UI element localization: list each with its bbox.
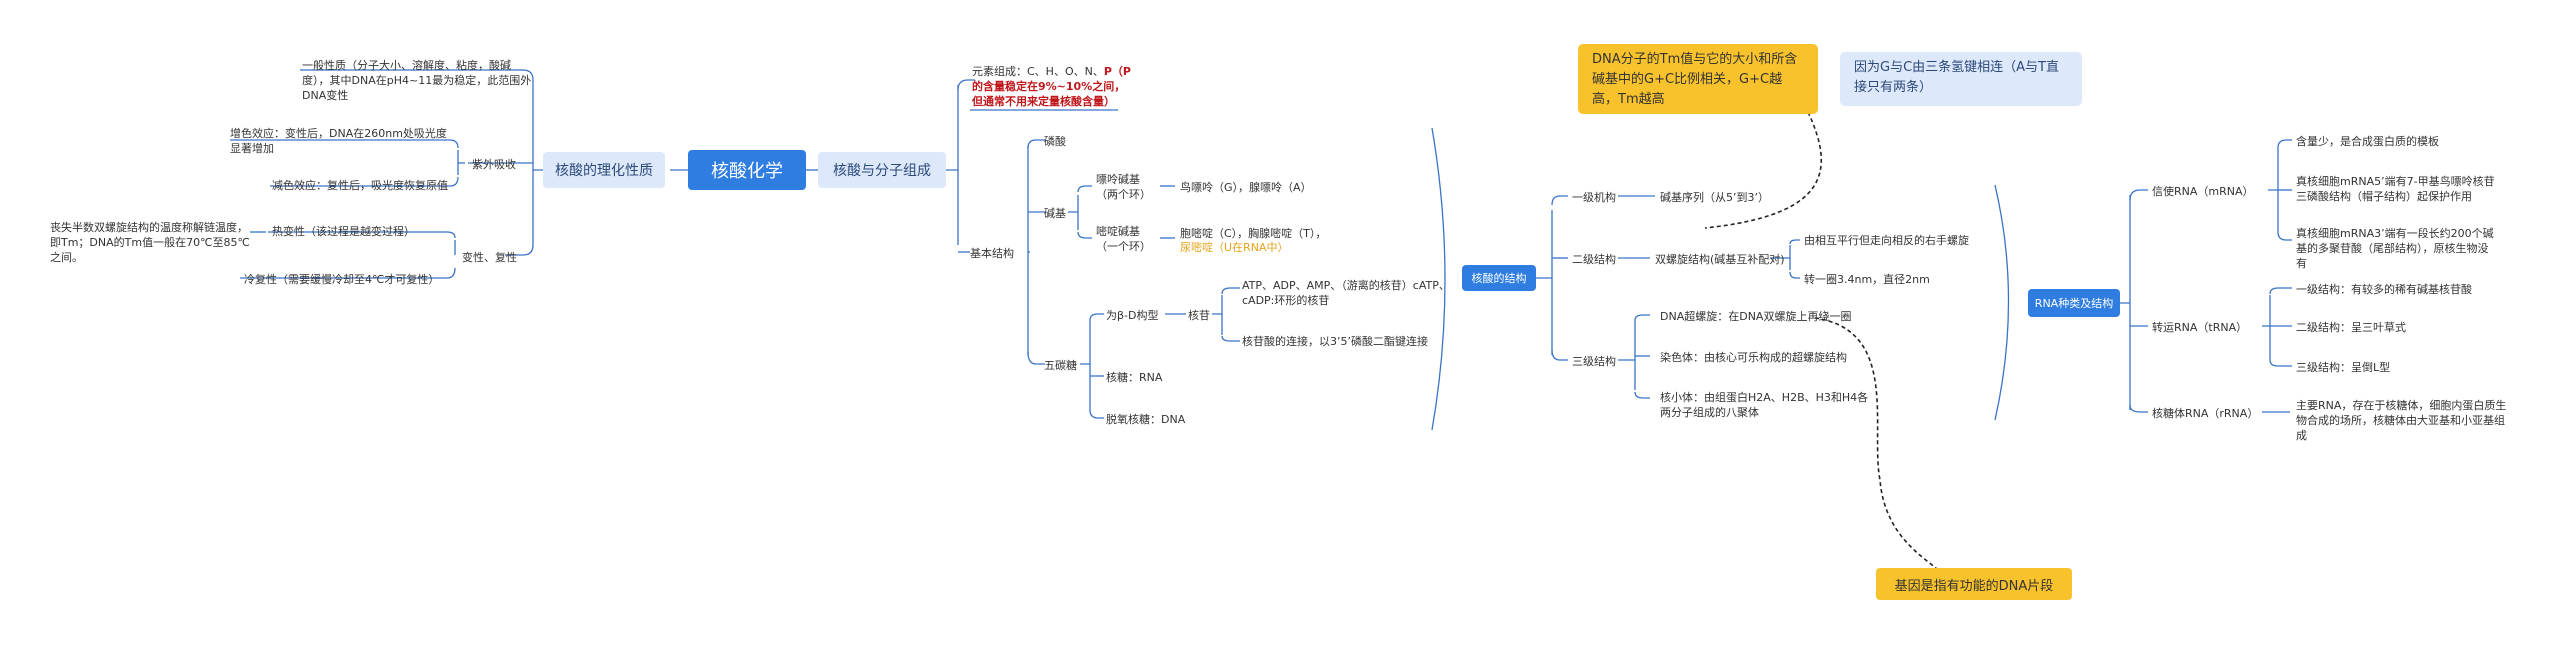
node-pentose: 五碳糖 xyxy=(1044,359,1077,372)
node-base: 碱基 xyxy=(1044,207,1066,220)
node-deoxyribose: 脱氧核糖：DNA xyxy=(1106,413,1186,426)
node-ribose: 核糖：RNA xyxy=(1106,371,1163,384)
root-node[interactable]: 核酸化学 xyxy=(688,150,806,190)
node-heat-denat: 热变性（该过程是越变过程） xyxy=(272,225,415,238)
node-pyrimidine: 嘧啶碱基（一个环） xyxy=(1096,225,1151,253)
node-chromatin: 染色体：由核心可乐构成的超螺旋结构 xyxy=(1660,351,1847,364)
node-elements: 元素组成：C、H、O、N、P（P 的含量稳定在9%~10%之间，但通常不用来定量核… xyxy=(972,64,1132,109)
node-uv: 紫外吸收 xyxy=(472,158,516,171)
elements-p: P（P xyxy=(1103,65,1131,78)
node-basic-structure: 基本结构 xyxy=(970,247,1014,260)
elements-note: 的含量稳定在9%~10%之间，但通常不用来定量核酸含量） xyxy=(972,80,1126,108)
elements-prefix: 元素组成：C、H、O、N、 xyxy=(972,65,1104,78)
node-pyrimidine-detail: 胞嘧啶（C），胸腺嘧啶（T）， xyxy=(1180,227,1327,240)
node-general-properties: 一般性质（分子大小、溶解度、粘度，酸碱度），其中DNA在pH4~11最为稳定，此… xyxy=(302,59,532,102)
node-nucleoside: 核苷 xyxy=(1188,309,1210,322)
node-secondary-b: 转一圈3.4nm，直径2nm xyxy=(1804,273,1930,286)
node-secondary-detail: 双螺旋结构(碱基互补配对) xyxy=(1655,253,1785,266)
node-beta: 为β-D构型 xyxy=(1106,309,1159,322)
note-tm[interactable]: DNA分子的Tm值与它的大小和所含碱基中的G+C比例相关，G+C越高，Tm越高 xyxy=(1578,44,1818,114)
node-cold-renat: 冷复性（需要缓慢冷却至4℃才可复性） xyxy=(244,273,440,286)
node-supercoil: DNA超螺旋：在DNA双螺旋上再绕一圈 xyxy=(1660,310,1852,323)
node-secondary: 二级结构 xyxy=(1572,253,1616,266)
node-mrna: 信使RNA（mRNA） xyxy=(2152,185,2254,198)
node-tm-note: 丧失半数双螺旋结构的温度称解链温度，即Tm；DNA的Tm值一般在70℃至85℃之… xyxy=(50,221,250,264)
node-physicochemical[interactable]: 核酸的理化性质 xyxy=(543,152,665,188)
node-t2: 二级结构：呈三叶草式 xyxy=(2296,321,2406,334)
node-link: 核苷酸的连接，以3’5’磷酸二酯键连接 xyxy=(1242,335,1428,348)
node-phosphate: 磷酸 xyxy=(1044,135,1066,148)
node-t1: 一级结构：有较多的稀有碱基核苷酸 xyxy=(2296,283,2472,296)
node-rna-types[interactable]: RNA种类及结构 xyxy=(2028,289,2120,317)
node-m2: 真核细胞mRNA5’端有7-甲基鸟嘌呤核苷三磷酸结构（帽子结构）起保护作用 xyxy=(2296,175,2495,203)
node-m1: 含量少，是合成蛋白质的模板 xyxy=(2296,135,2439,148)
node-denat: 变性、复性 xyxy=(462,251,517,264)
note-gc[interactable]: 因为G与C由三条氢键相连（A与T直接只有两条） xyxy=(1840,52,2082,106)
node-atp: ATP、ADP、AMP、（游离的核苷）cATP、cADP:环形的核苷 xyxy=(1242,279,1450,307)
node-purine: 嘌呤碱基（两个环） xyxy=(1096,173,1151,201)
node-primary: 一级机构 xyxy=(1572,191,1616,204)
node-t3: 三级结构：呈倒L型 xyxy=(2296,361,2391,374)
node-nucleosome: 核小体：由组蛋白H2A、H2B、H3和H4各两分子组成的八聚体 xyxy=(1660,391,1869,419)
node-composition[interactable]: 核酸与分子组成 xyxy=(818,152,946,188)
node-hyperchromic: 增色效应：变性后，DNA在260nm处吸光度显著增加 xyxy=(230,127,447,155)
node-r1: 主要RNA，存在于核糖体，细胞内蛋白质生物合成的场所，核糖体由大亚基和小亚基组成 xyxy=(2296,399,2507,442)
node-nucleic-structure[interactable]: 核酸的结构 xyxy=(1462,265,1536,291)
node-m3: 真核细胞mRNA3’端有一段长约200个碱基的多聚苷酸（尾部结构），原核生物没有 xyxy=(2296,227,2494,270)
node-hypochromic: 减色效应：复性后，吸光度恢复原值 xyxy=(272,179,448,192)
node-primary-detail: 碱基序列（从5’到3’） xyxy=(1660,191,1769,204)
node-secondary-a: 由相互平行但走向相反的右手螺旋 xyxy=(1804,234,1969,247)
note-gene[interactable]: 基因是指有功能的DNA片段 xyxy=(1876,568,2072,600)
node-purine-detail: 鸟嘌呤（G），腺嘌呤（A） xyxy=(1180,181,1312,194)
node-trna: 转运RNA（tRNA） xyxy=(2152,321,2248,334)
node-rrna: 核糖体RNA（rRNA） xyxy=(2152,407,2259,420)
node-uracil: 尿嘧啶（U在RNA中） xyxy=(1180,241,1289,254)
node-tertiary: 三级结构 xyxy=(1572,355,1616,368)
